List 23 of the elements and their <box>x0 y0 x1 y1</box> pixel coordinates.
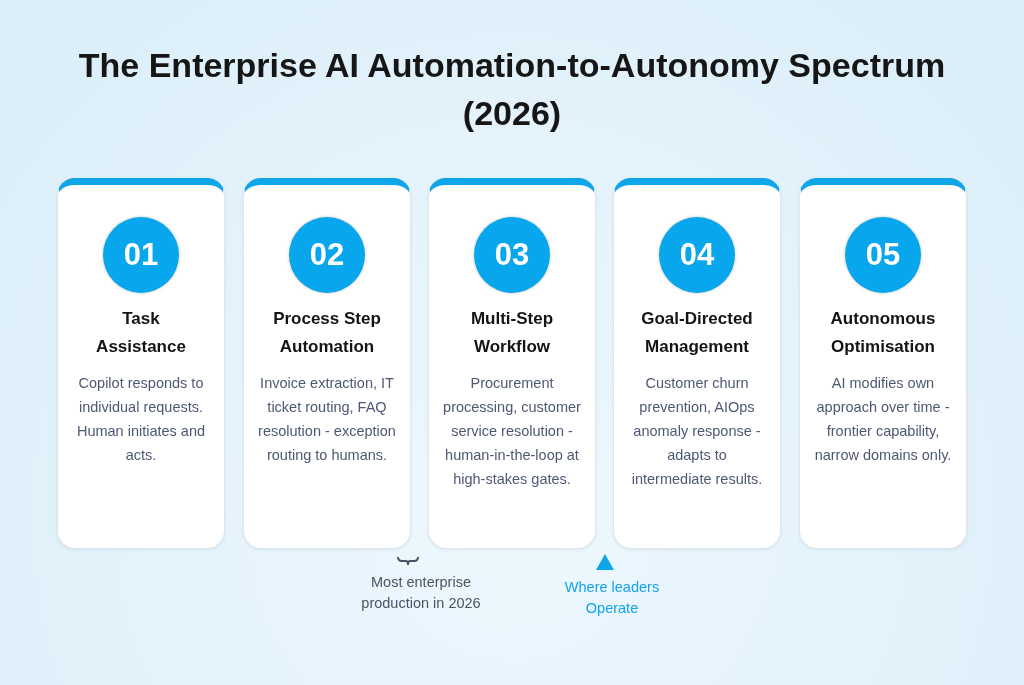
step-description: Customer churn prevention, AIOps anomaly response - adapts to intermediate results. <box>630 374 764 489</box>
step-description: AI modifies own approach over time - frontier capability, narrow domains only. <box>813 374 953 465</box>
step-title: Multi-Step Workflow <box>469 308 555 358</box>
step-description: Copilot responds to individual requests. Human initiates and acts. <box>75 374 207 465</box>
annotation-text: Where leaders Operate <box>563 578 661 618</box>
step-card <box>243 178 411 549</box>
step-number-badge: 05 <box>845 217 921 293</box>
annotation-text: Most enterprise production in 2026 <box>360 573 482 613</box>
step-title: Goal-Directed Management <box>640 308 754 358</box>
diagram-title: The Enterprise AI Automation-to-Autonomy Spectrum (2026) <box>77 45 947 134</box>
step-title: Process Step Automation <box>272 308 382 358</box>
step-description: Invoice extraction, IT ticket routing, FAQ resolution - exception routing to humans. <box>257 374 397 465</box>
step-title: Task Assistance <box>95 308 187 358</box>
step-number-badge: 01 <box>103 217 179 293</box>
step-card <box>428 178 596 549</box>
step-card <box>799 178 967 549</box>
step-card <box>57 178 225 549</box>
step-number-badge: 04 <box>659 217 735 293</box>
step-title: Autonomous Optimisation <box>829 308 937 358</box>
step-number-badge: 03 <box>474 217 550 293</box>
step-card <box>613 178 781 549</box>
step-number-badge: 02 <box>289 217 365 293</box>
step-description: Procurement processing, customer service resolution - human-in-the-loop at high-stakes gates. <box>442 374 582 489</box>
